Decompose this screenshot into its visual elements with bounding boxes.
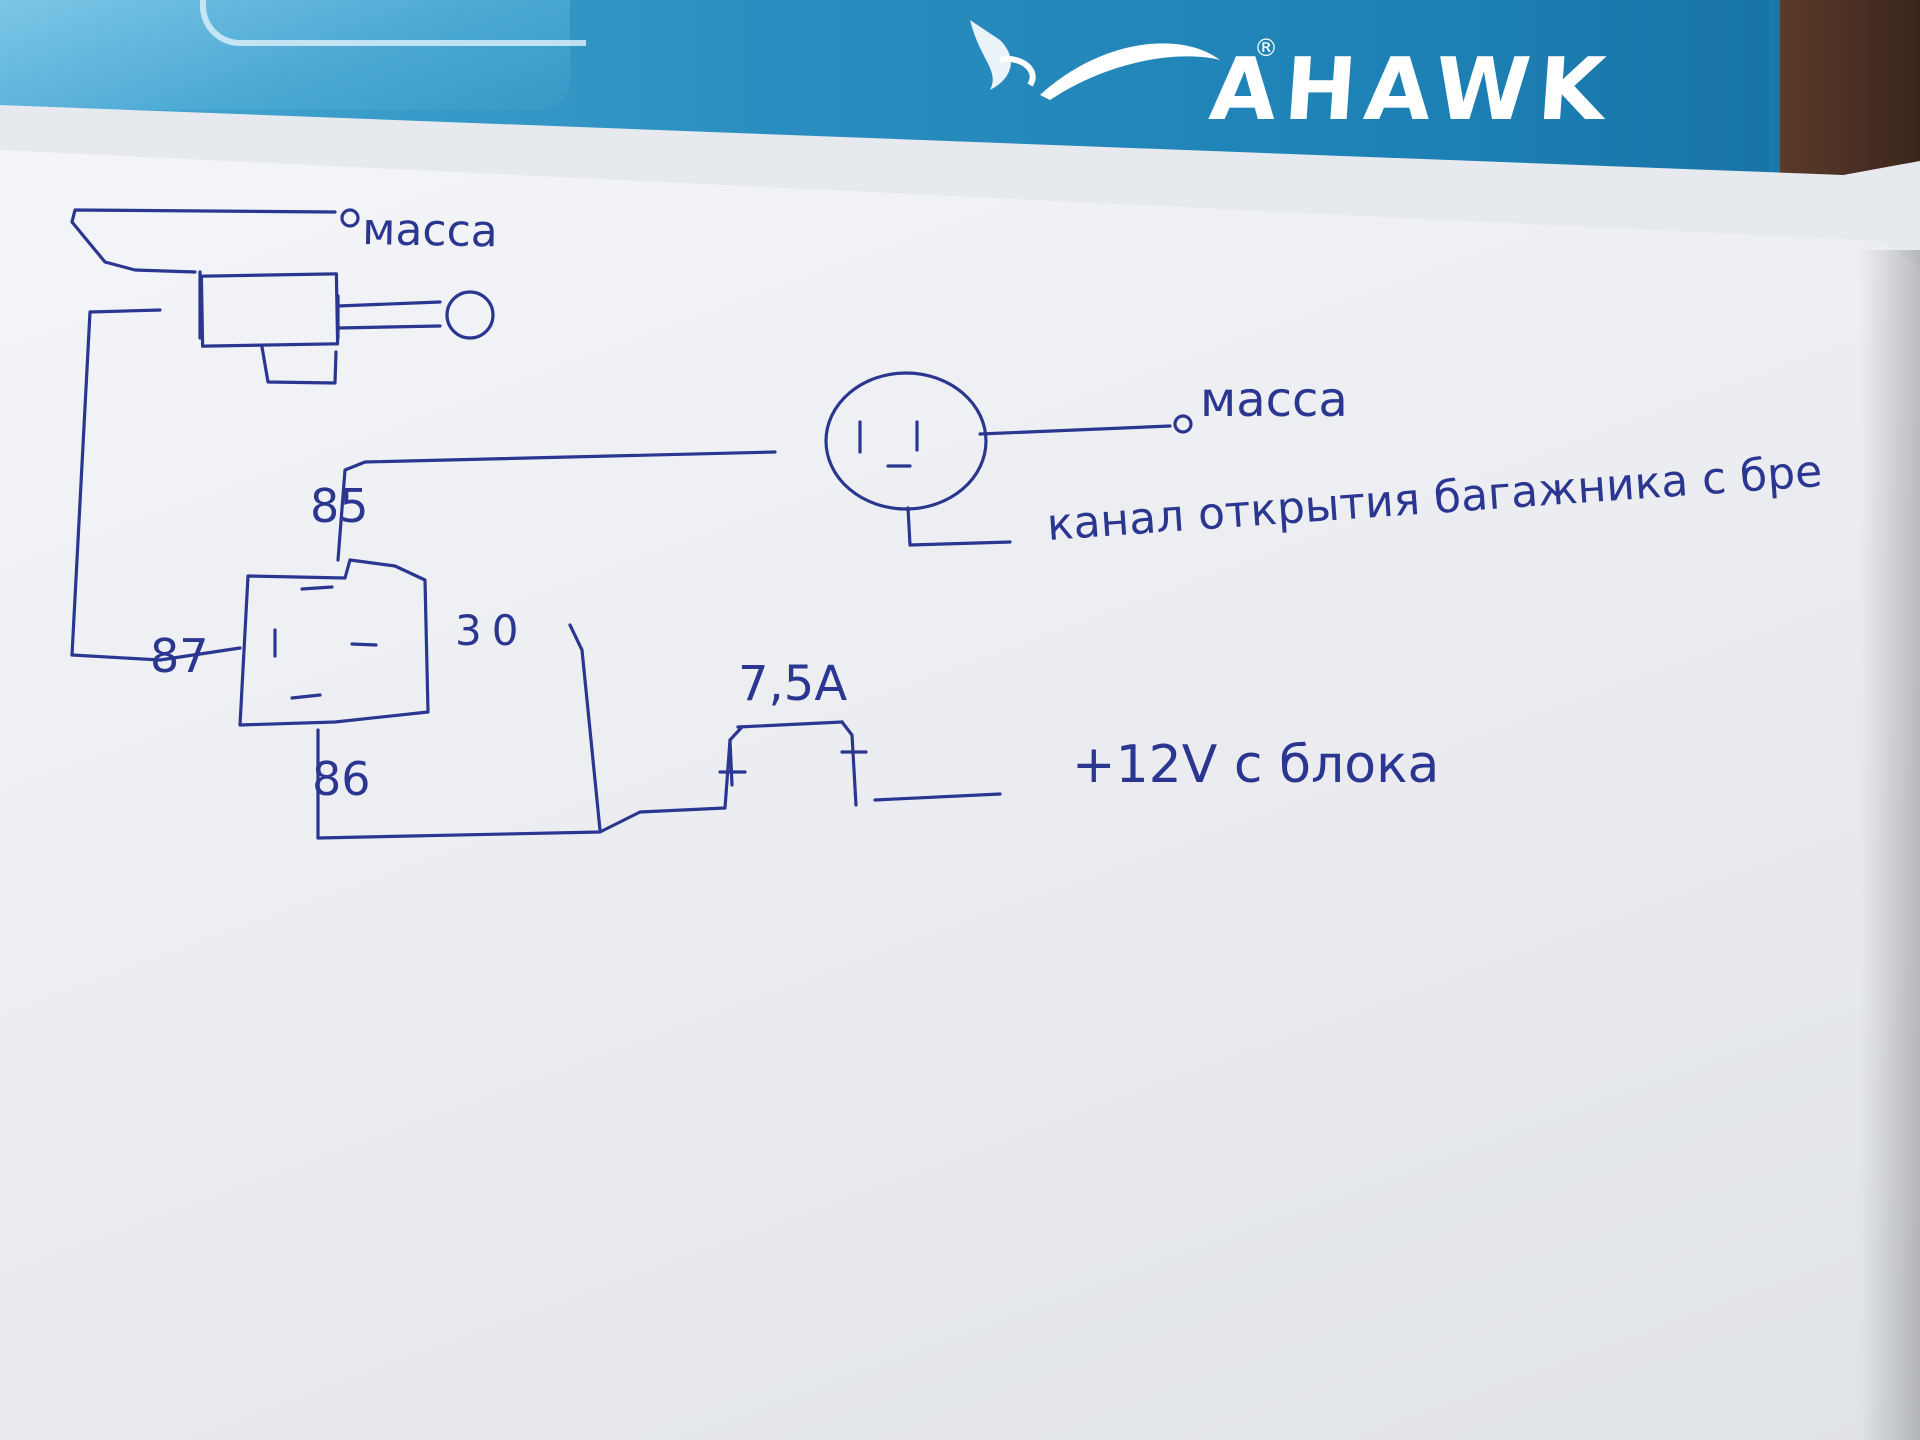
box-panel-line	[200, 0, 586, 46]
pin-86-label: 86	[312, 752, 371, 806]
wire-connector-to-ground	[978, 424, 1172, 436]
registered-mark: ®	[1254, 34, 1278, 62]
ground-wire-top	[70, 208, 337, 274]
wire-connector-to-channel	[906, 506, 1012, 547]
relay-body	[238, 558, 430, 727]
actuator-rod-2	[336, 324, 442, 330]
ground-terminal-top	[340, 208, 360, 228]
relay-pin-85-mark	[300, 585, 334, 591]
fuse-element	[736, 720, 844, 729]
box-light-panel	[0, 0, 570, 110]
actuator-rod-terminal	[445, 290, 495, 340]
actuator-body	[199, 272, 340, 348]
ground-label-top: масса	[362, 204, 498, 257]
paper-shadow	[1860, 250, 1920, 1440]
fuse-left-lead	[728, 725, 744, 787]
pin-30-label: 30	[455, 606, 528, 655]
relay-pin-86-mark	[290, 693, 322, 700]
channel-label: канал открытия багажника с бре	[1045, 446, 1824, 551]
ground-label-mid: масса	[1200, 372, 1348, 428]
actuator-bracket	[260, 345, 338, 385]
relay-pin-30-mark	[350, 642, 378, 647]
alarm-connector	[824, 371, 988, 511]
pin-87-label: 87	[150, 629, 209, 683]
pin-85-label: 85	[310, 479, 369, 533]
power-label: +12V с блока	[1072, 735, 1439, 795]
fuse-label: 7,5A	[738, 656, 847, 712]
wire-86-to-fuse	[316, 728, 732, 840]
brand-logo	[970, 20, 1220, 100]
wire-actuator-to-87	[70, 308, 242, 662]
wire-fuse-to-power	[873, 792, 1002, 802]
fuse-right-lead	[840, 720, 858, 807]
wire-connector-to-85	[336, 450, 777, 562]
ground-terminal-mid	[1173, 414, 1193, 434]
actuator-rod-1	[336, 300, 442, 308]
wire-30-to-fuse	[568, 623, 602, 832]
